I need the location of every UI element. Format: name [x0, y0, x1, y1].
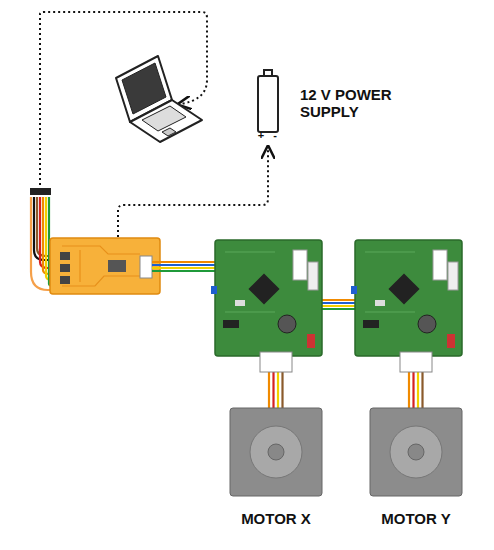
- battery: [258, 70, 278, 132]
- caption-text: MOTOR X: [216, 510, 336, 527]
- caption-text: 12 V POWER SUPPLY: [300, 86, 422, 121]
- terminal-sign: -: [269, 130, 281, 141]
- caption-text: MOTOR Y: [356, 510, 476, 527]
- ftdi-board: [50, 238, 160, 294]
- motor-label: MOTOR X: [216, 506, 336, 532]
- usb-plug: [30, 188, 51, 195]
- power-supply-label: 12 V POWER SUPPLY +-: [250, 66, 430, 152]
- gestalt-node-board: [351, 240, 462, 356]
- laptop: [116, 56, 202, 142]
- motor-label: MOTOR Y: [356, 506, 476, 532]
- gestalt-node-board: [211, 240, 322, 356]
- terminal-sign: +: [255, 130, 267, 141]
- stepper-motor: [230, 352, 322, 496]
- usb-cable: [40, 12, 207, 190]
- stepper-motor: [370, 352, 462, 496]
